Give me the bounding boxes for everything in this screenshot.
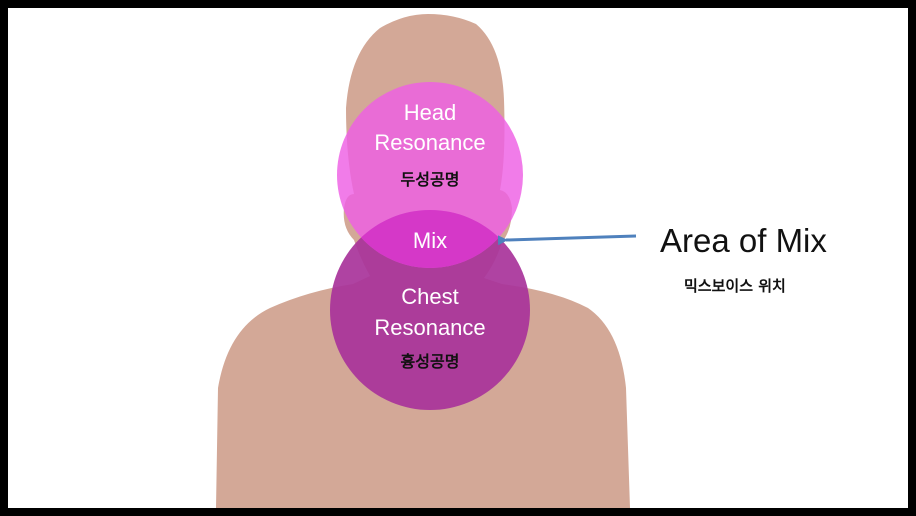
chest-korean-label: 흉성공명: [400, 352, 460, 371]
area-of-mix-korean: 믹스보이스 위치: [684, 277, 786, 295]
resonance-diagram: [216, 14, 637, 508]
chest-title-line2: Resonance: [374, 315, 486, 340]
head-title-line2: Resonance: [374, 130, 486, 155]
chest-resonance-circle: [330, 210, 530, 410]
head-korean-label: 두성공명: [400, 170, 460, 189]
area-of-mix-title: Area of Mix: [660, 222, 827, 259]
mix-label: Mix: [412, 228, 448, 253]
pointer-arrow: [497, 234, 637, 246]
head-title-line1: Head: [403, 100, 457, 125]
chest-title-line1: Chest: [401, 284, 459, 309]
diagram-canvas: Head Resonance 두성공명 Mix Chest Resonance …: [8, 8, 908, 508]
